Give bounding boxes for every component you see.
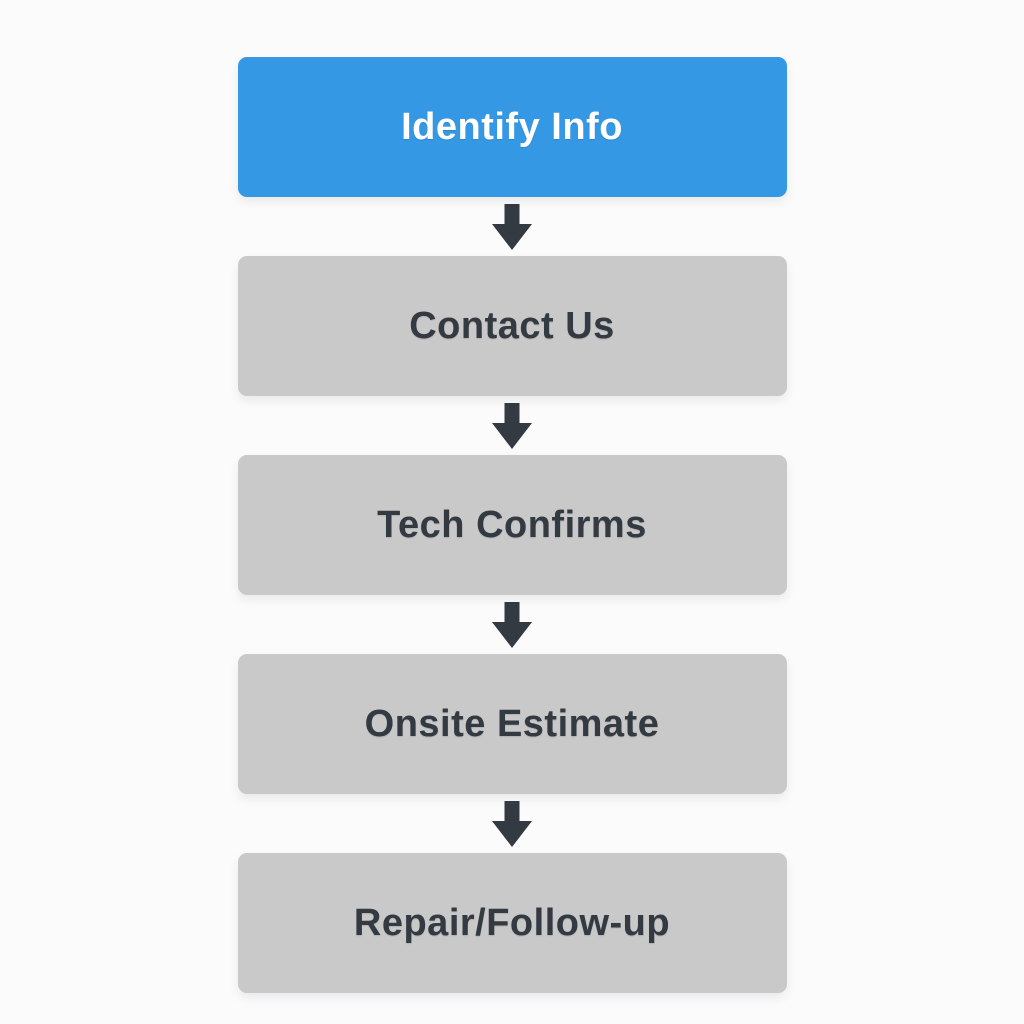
down-arrow-icon bbox=[490, 203, 534, 250]
step-contact-us[interactable]: Contact Us bbox=[237, 256, 787, 396]
step-label: Contact Us bbox=[409, 304, 615, 347]
step-label: Identify Info bbox=[401, 105, 623, 148]
connector-row bbox=[490, 396, 534, 455]
connector-row bbox=[490, 794, 534, 853]
connector-row bbox=[490, 595, 534, 654]
down-arrow-icon bbox=[490, 601, 534, 648]
step-tech-confirms[interactable]: Tech Confirms bbox=[237, 455, 787, 595]
step-label: Repair/Follow-up bbox=[353, 901, 671, 944]
step-label: Onsite Estimate bbox=[364, 702, 660, 745]
flowchart: Identify Info Contact Us Tech Confirms O… bbox=[237, 0, 787, 993]
step-label: Tech Confirms bbox=[377, 503, 647, 546]
down-arrow-icon bbox=[490, 800, 534, 847]
connector-row bbox=[490, 197, 534, 256]
step-repair-follow-up[interactable]: Repair/Follow-up bbox=[237, 853, 787, 993]
step-identify-info[interactable]: Identify Info bbox=[237, 57, 787, 197]
down-arrow-icon bbox=[490, 402, 534, 449]
step-onsite-estimate[interactable]: Onsite Estimate bbox=[237, 654, 787, 794]
